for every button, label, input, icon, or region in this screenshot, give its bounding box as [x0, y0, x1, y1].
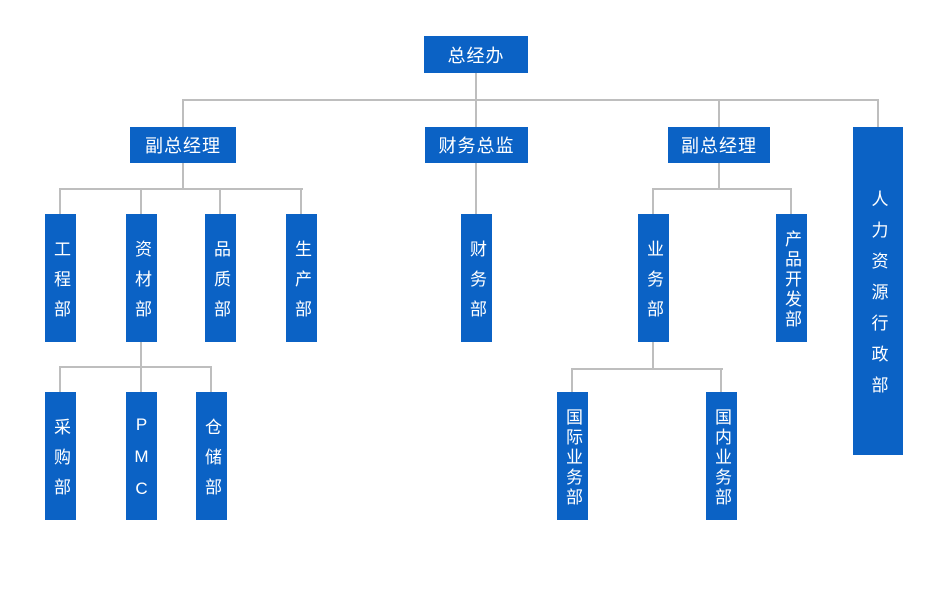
connector-line [59, 188, 303, 190]
connector-line [182, 99, 879, 101]
org-node-production-dept: 生产部 [286, 214, 317, 342]
org-node-label: 副总经理 [145, 136, 221, 156]
org-node-materials-dept: 资材部 [126, 214, 157, 342]
connector-line [59, 366, 61, 392]
org-node-domestic-business-dept: 国内业务部 [706, 392, 737, 520]
connector-line [182, 163, 184, 190]
connector-line [571, 368, 723, 370]
org-node-pmc-dept: PMC [126, 392, 157, 520]
connector-line [475, 73, 477, 100]
org-node-warehouse-dept: 仓储部 [196, 392, 227, 520]
connector-line [219, 188, 221, 214]
connector-line [652, 342, 654, 370]
connector-line [718, 163, 720, 190]
org-node-label: 财务总监 [438, 136, 515, 156]
connector-line [140, 188, 142, 214]
org-node-business-dept: 业务部 [638, 214, 669, 342]
org-node-label: 生产部 [292, 239, 311, 330]
connector-line [877, 99, 879, 127]
org-node-intl-business-dept: 国际业务部 [557, 392, 588, 520]
connector-line [210, 366, 212, 392]
org-node-general-manager-office: 总经办 [424, 36, 528, 73]
connector-line [718, 99, 720, 127]
connector-line [652, 188, 792, 190]
org-node-label: 国内业务部 [712, 407, 731, 508]
org-node-purchasing-dept: 采购部 [45, 392, 76, 520]
org-node-label: 资材部 [132, 239, 151, 330]
org-node-label: PMC [132, 414, 151, 511]
org-node-deputy-gm-right: 副总经理 [668, 127, 770, 163]
org-node-quality-dept: 品质部 [205, 214, 236, 342]
org-node-label: 产品开发部 [782, 229, 801, 330]
org-node-label: 采购部 [51, 417, 70, 508]
org-node-label: 业务部 [644, 239, 663, 330]
connector-line [140, 366, 142, 392]
connector-line [720, 368, 722, 392]
org-node-label: 人力资源行政部 [868, 189, 888, 407]
connector-line [59, 366, 212, 368]
org-node-finance-director: 财务总监 [425, 127, 528, 163]
org-node-label: 财务部 [467, 239, 486, 330]
connector-line [475, 163, 477, 214]
org-node-label: 品质部 [211, 239, 230, 330]
org-node-deputy-gm-left: 副总经理 [130, 127, 236, 163]
org-node-label: 国际业务部 [563, 407, 582, 508]
connector-line [300, 188, 302, 214]
connector-line [571, 368, 573, 392]
connector-line [475, 99, 477, 127]
org-node-engineering-dept: 工程部 [45, 214, 76, 342]
org-node-label: 仓储部 [202, 417, 221, 508]
connector-line [59, 188, 61, 214]
org-node-label: 副总经理 [681, 136, 757, 156]
org-node-product-dev-dept: 产品开发部 [776, 214, 807, 342]
org-node-label: 工程部 [51, 239, 70, 330]
org-node-label: 总经办 [447, 45, 505, 66]
connector-line [652, 188, 654, 214]
org-node-hr-admin-dept: 人力资源行政部 [853, 127, 903, 455]
org-node-finance-dept: 财务部 [461, 214, 492, 342]
connector-line [140, 342, 142, 368]
connector-line [790, 188, 792, 214]
connector-line [182, 99, 184, 127]
